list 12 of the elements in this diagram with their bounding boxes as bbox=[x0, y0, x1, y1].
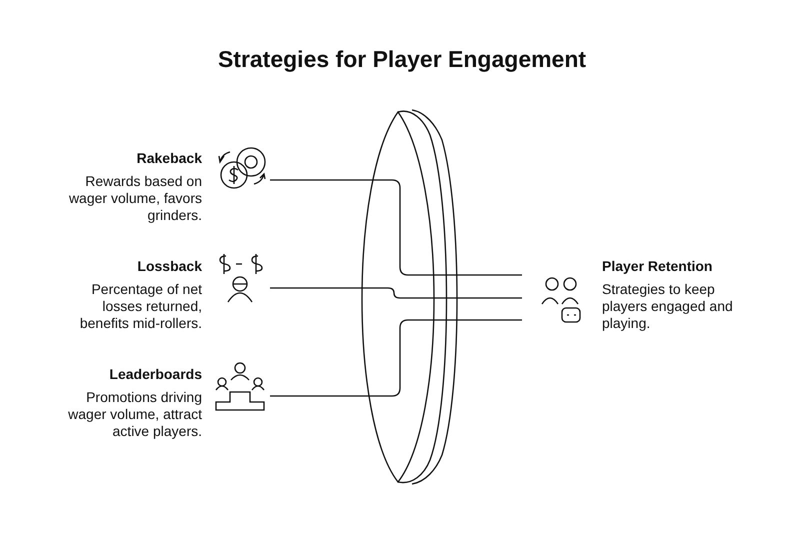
description: Percentage of net losses returned, benefits mid-rollers. bbox=[78, 281, 202, 332]
heading: Leaderboards bbox=[108, 366, 202, 382]
description: Promotions driving wager volume, attract active players. bbox=[67, 389, 202, 440]
title: Strategies for Player Engagement bbox=[216, 46, 588, 73]
heading: Player Retention bbox=[602, 258, 714, 274]
connector-line bbox=[270, 179, 522, 276]
heading: Lossback bbox=[136, 258, 202, 274]
connector-line bbox=[270, 319, 522, 397]
description: Rewards based on wager volume, favors grinders. bbox=[68, 173, 202, 224]
connector-line bbox=[270, 287, 522, 299]
heading: Rakeback bbox=[136, 150, 202, 166]
description: Strategies to keep players engaged and playing. bbox=[602, 281, 734, 332]
